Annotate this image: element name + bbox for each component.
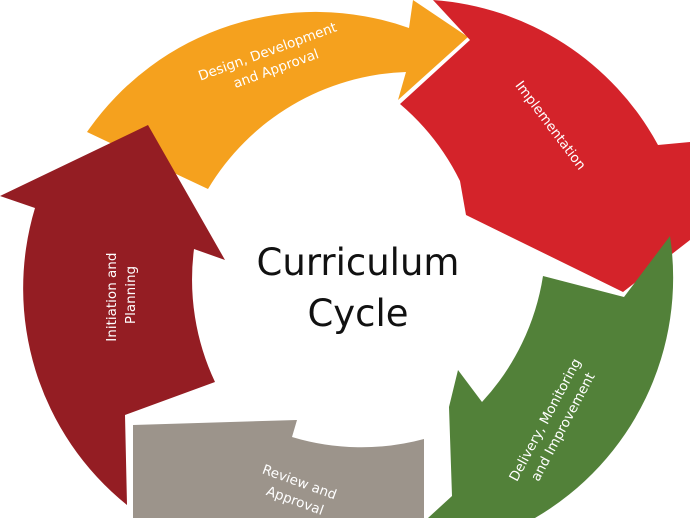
arrow-initiation [0, 125, 225, 505]
svg-text:Initiation and Plannin: Initiation and Planning [104, 248, 139, 341]
arrow-implementation [400, 0, 690, 292]
segment-delivery: Delivery, Monitoring and Improvement [428, 236, 674, 518]
segment-design: Design, Development and Approval [87, 0, 468, 189]
segment-implementation: Implementation [400, 0, 690, 292]
segment-initiation-label-line-1: Initiation and [104, 253, 120, 342]
arrow-design [87, 0, 468, 189]
center-title-line-1: Curriculum [257, 241, 460, 284]
segment-initiation-label-line-2: Planning [123, 266, 139, 324]
arrow-review [133, 420, 424, 518]
arrow-delivery [428, 236, 674, 518]
segment-review: Review and Approval [133, 420, 424, 518]
segment-initiation: Initiation and Planning [0, 125, 225, 505]
center-title-line-2: Cycle [307, 292, 408, 335]
